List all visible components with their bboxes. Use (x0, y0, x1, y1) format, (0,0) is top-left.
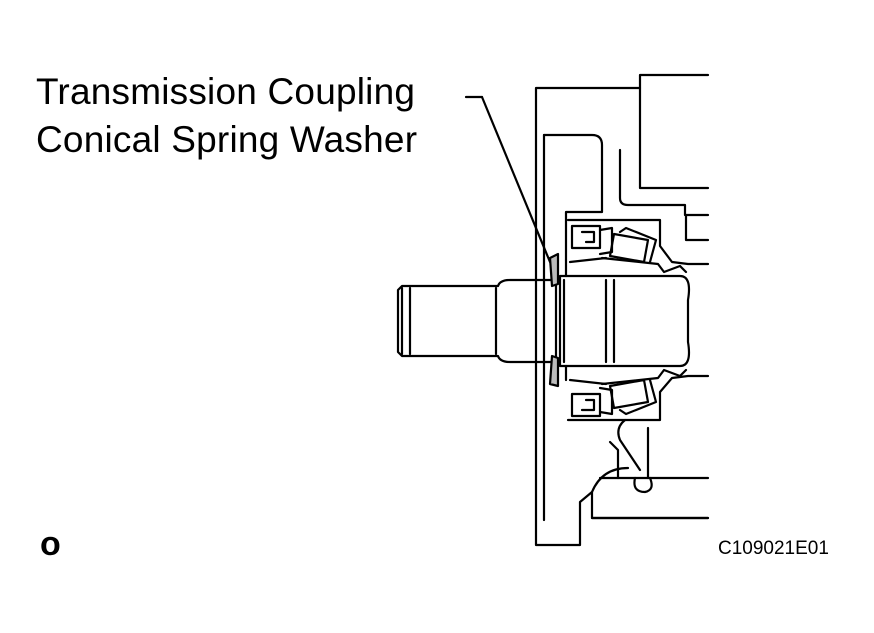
callout-leader (464, 95, 552, 264)
corner-mark: o (40, 525, 61, 563)
conical-spring-washer (548, 252, 560, 388)
callout-label-line-1: Transmission Coupling (36, 71, 416, 112)
figure-code: C109021E01 (718, 538, 829, 559)
housing-casting (534, 73, 710, 547)
lower-bearing (568, 368, 688, 418)
coupling-body (558, 218, 710, 422)
coupling-shaft (396, 278, 558, 364)
callout-label-line-2: Conical Spring Washer (36, 119, 418, 160)
upper-bearing (568, 224, 688, 274)
